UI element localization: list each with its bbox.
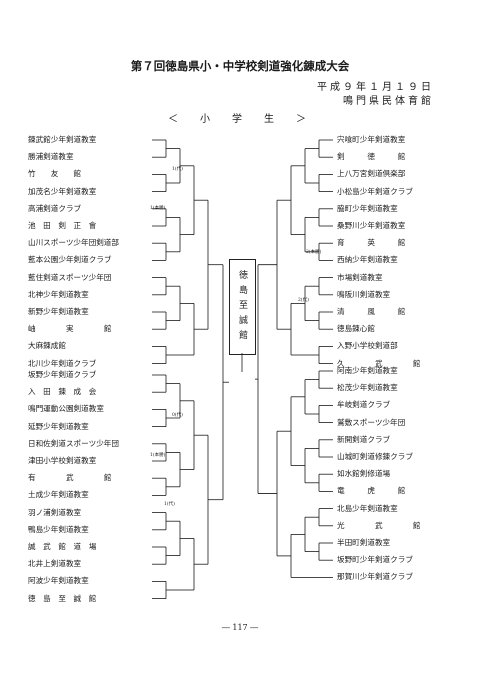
team-name: 松茂少年剣道教室	[337, 383, 398, 393]
bout-note: 0(代)	[172, 413, 183, 418]
team-name: 北島少年剣道教室	[337, 503, 398, 513]
team-name: 新開剣道クラブ	[337, 434, 391, 444]
team-name: 宍喰町少年剣道教室	[337, 135, 406, 144]
team-name: 錬武館少年剣道教室	[28, 135, 97, 144]
team-name: 光 武 館	[337, 520, 421, 530]
team-name: 上八万宮剣道倶楽部	[337, 169, 406, 179]
team-name: 入 田 錬 成 会	[28, 387, 97, 397]
team-name: 半田町剣道教室	[337, 538, 391, 547]
bout-note: 1(代)	[164, 502, 175, 507]
team-name: 岫 実 館	[28, 324, 112, 334]
team-name: 竹 友 館	[28, 169, 82, 179]
page-number: ― 117 ―	[221, 623, 259, 632]
team-name: 羽ノ浦剣道教室	[28, 507, 82, 517]
bout-note: 1(代)	[172, 167, 183, 172]
team-name: 北川少年剣道クラブ	[28, 358, 97, 368]
team-name: 誠 武 館 道 場	[28, 542, 97, 551]
team-name: 那賀川少年剣道クラブ	[337, 572, 413, 582]
team-name: 脇町少年剣道教室	[337, 203, 398, 213]
team-name: 高浦剣道クラブ	[28, 203, 82, 213]
team-name: 竜 虎 館	[337, 486, 406, 496]
team-name: 日和佐剣道スポーツ少年団	[28, 438, 119, 448]
team-name: 市場剣道教室	[337, 272, 383, 282]
team-name: 勝浦剣道教室	[28, 152, 74, 162]
bout-note: 2(代)	[298, 298, 309, 303]
team-name: 新野少年剣道教室	[28, 307, 89, 316]
team-name: 清 風 館	[337, 307, 406, 316]
event-venue: 鳴門県民体育館	[343, 96, 434, 107]
team-name: 阿波少年剣道教室	[28, 576, 89, 586]
team-name: 桑野川少年剣道教室	[337, 221, 406, 230]
team-name: 鴨島少年剣道教室	[28, 524, 89, 534]
team-name: 入野小学校剣道部	[337, 341, 398, 351]
team-name: 鷲敷スポーツ少年団	[337, 417, 406, 427]
team-name: 北井上剣道教室	[28, 559, 82, 569]
team-name: 育 英 館	[337, 238, 406, 248]
bout-note: 1(本勝)	[150, 453, 166, 458]
team-name: 坂野少年剣道クラブ	[28, 370, 97, 379]
team-name: 加茂名少年剣道教室	[28, 186, 97, 196]
team-name: 鳴門運動公園剣道教室	[28, 404, 104, 414]
team-name: 土成少年剣道教室	[28, 490, 89, 500]
team-name: 阿南少年剣道教室	[337, 366, 398, 375]
team-name: 坂野町少年剣道クラブ	[337, 555, 413, 565]
team-name: 山城町剣道修錬クラブ	[337, 452, 413, 461]
team-name: 徳島錬心館	[337, 324, 375, 334]
bout-note: 2(本勝)	[306, 250, 322, 255]
team-name: 池 田 剣 正 會	[28, 221, 97, 230]
team-name: 牟岐剣道クラブ	[337, 400, 391, 410]
team-name: 津田小学校剣道教室	[28, 456, 97, 465]
champion-box: 徳島至誠館	[229, 259, 256, 355]
team-name: 西納少年剣道教室	[337, 255, 398, 265]
bout-note: 1(本勝)	[150, 206, 166, 211]
team-name: 有 武 館	[28, 473, 112, 483]
team-name: 藍住剣道スポーツ少年団	[28, 272, 112, 282]
team-name: 藍本公園少年剣道クラブ	[28, 255, 112, 265]
team-name: 剣 徳 館	[337, 152, 406, 162]
team-name: 大麻錬成館	[28, 341, 66, 351]
team-name: 山川スポーツ少年団剣道部	[28, 238, 119, 248]
division-label: ＜ 小 学 生 ＞	[168, 114, 312, 125]
team-name: 小松島少年剣道クラブ	[337, 186, 413, 196]
event-date: 平成９年１月１９日	[317, 82, 434, 93]
team-name: 延野少年剣道教室	[28, 421, 89, 431]
team-name: 鳴阪川剣道教室	[337, 289, 391, 299]
team-name: 徳 島 至 誠 館	[28, 593, 97, 603]
team-name: 久 武 館	[337, 358, 421, 368]
page-title: 第７回徳島県小・中学校剣道強化錬成大会	[130, 59, 350, 73]
team-name: 北神少年剣道教室	[28, 289, 89, 299]
team-name: 如水館剣修道場	[337, 469, 391, 479]
